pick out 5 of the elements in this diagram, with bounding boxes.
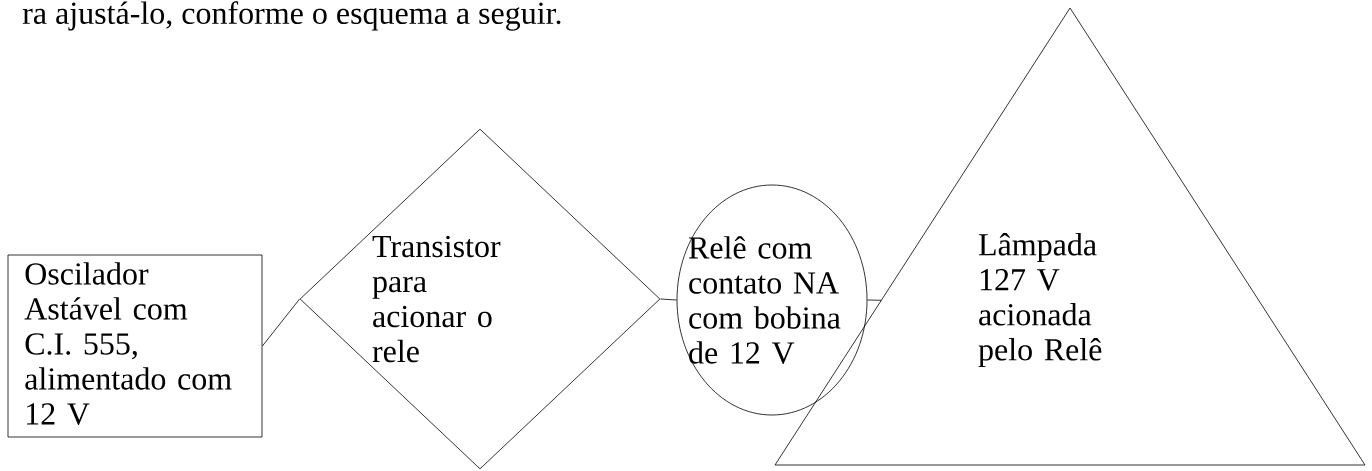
oscillator-box: Oscilador Astável com C.I. 555, alimentado com 12 V [7,254,263,438]
intro-text: ra ajustá-lo, conforme o esquema a seguir. [22,1,561,31]
connector-line [262,298,300,347]
connector-line [867,299,882,301]
connector-line [660,298,677,301]
